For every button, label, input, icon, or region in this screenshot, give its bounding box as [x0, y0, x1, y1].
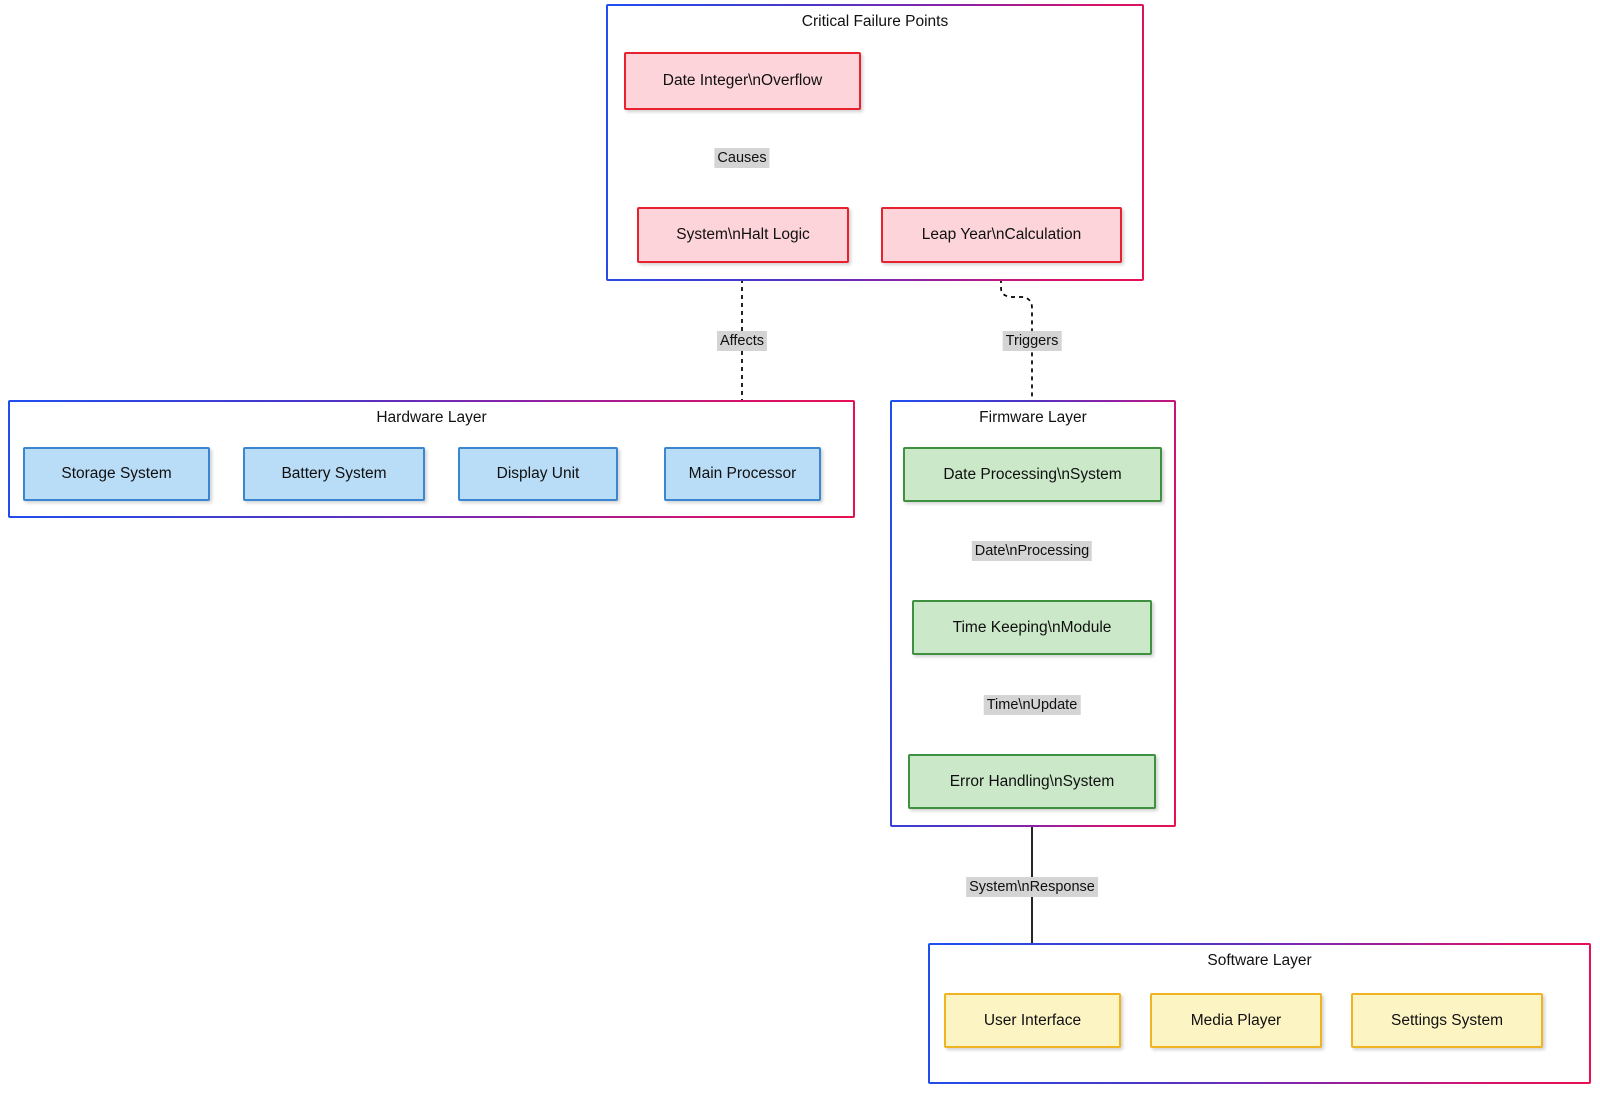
node-leap-year-calculation[interactable]: Leap Year\nCalculation [881, 207, 1122, 263]
container-title-critical-failure-points: Critical Failure Points [801, 13, 949, 30]
node-label: Storage System [61, 465, 172, 482]
node-label: System\nHalt Logic [676, 226, 810, 243]
edge-label-affects: Affects [716, 331, 768, 352]
edge-label-text: System\nResponse [969, 879, 1095, 895]
node-main-processor[interactable]: Main Processor [664, 447, 821, 501]
node-error-handling-system[interactable]: Error Handling\nSystem [908, 754, 1156, 809]
node-label: Display Unit [496, 465, 580, 482]
node-date-processing-system[interactable]: Date Processing\nSystem [903, 447, 1162, 502]
edge-label-text: Time\nUpdate [986, 697, 1078, 713]
node-user-interface[interactable]: User Interface [944, 993, 1121, 1048]
node-label: Leap Year\nCalculation [921, 226, 1082, 243]
edge-label-date-processing: Date\nProcessing [971, 541, 1093, 562]
node-storage-system[interactable]: Storage System [23, 447, 210, 501]
edge-label-time-update: Time\nUpdate [983, 695, 1081, 716]
node-label: Main Processor [688, 465, 797, 482]
container-title-software-layer: Software Layer [1207, 952, 1312, 969]
node-media-player[interactable]: Media Player [1150, 993, 1322, 1048]
edge-label-causes: Causes [714, 148, 770, 169]
edge-label-triggers: Triggers [1002, 331, 1062, 352]
node-label: Battery System [281, 465, 387, 482]
edge-label-text: Causes [717, 150, 767, 166]
node-battery-system[interactable]: Battery System [243, 447, 425, 501]
container-title-firmware-layer: Firmware Layer [979, 409, 1087, 426]
node-label: Settings System [1391, 1011, 1503, 1029]
node-settings-system[interactable]: Settings System [1351, 993, 1543, 1048]
container-title-hardware-layer: Hardware Layer [376, 409, 487, 426]
node-label: Date Integer\nOverflow [662, 72, 823, 89]
node-date-integer-overflow[interactable]: Date Integer\nOverflow [624, 52, 861, 110]
node-label: Error Handling\nSystem [949, 772, 1115, 790]
node-display-unit[interactable]: Display Unit [458, 447, 618, 501]
edge-label-text: Date\nProcessing [974, 543, 1090, 559]
node-label: Date Processing\nSystem [943, 465, 1122, 483]
node-time-keeping-module[interactable]: Time Keeping\nModule [912, 600, 1152, 655]
edge-label-text: Affects [719, 333, 765, 349]
node-label: Media Player [1190, 1011, 1282, 1029]
edge-label-text: Triggers [1005, 333, 1059, 349]
node-label: User Interface [983, 1011, 1082, 1029]
node-label: Time Keeping\nModule [952, 618, 1112, 636]
edge-label-system-response: System\nResponse [966, 877, 1098, 898]
node-system-halt-logic[interactable]: System\nHalt Logic [637, 207, 849, 263]
